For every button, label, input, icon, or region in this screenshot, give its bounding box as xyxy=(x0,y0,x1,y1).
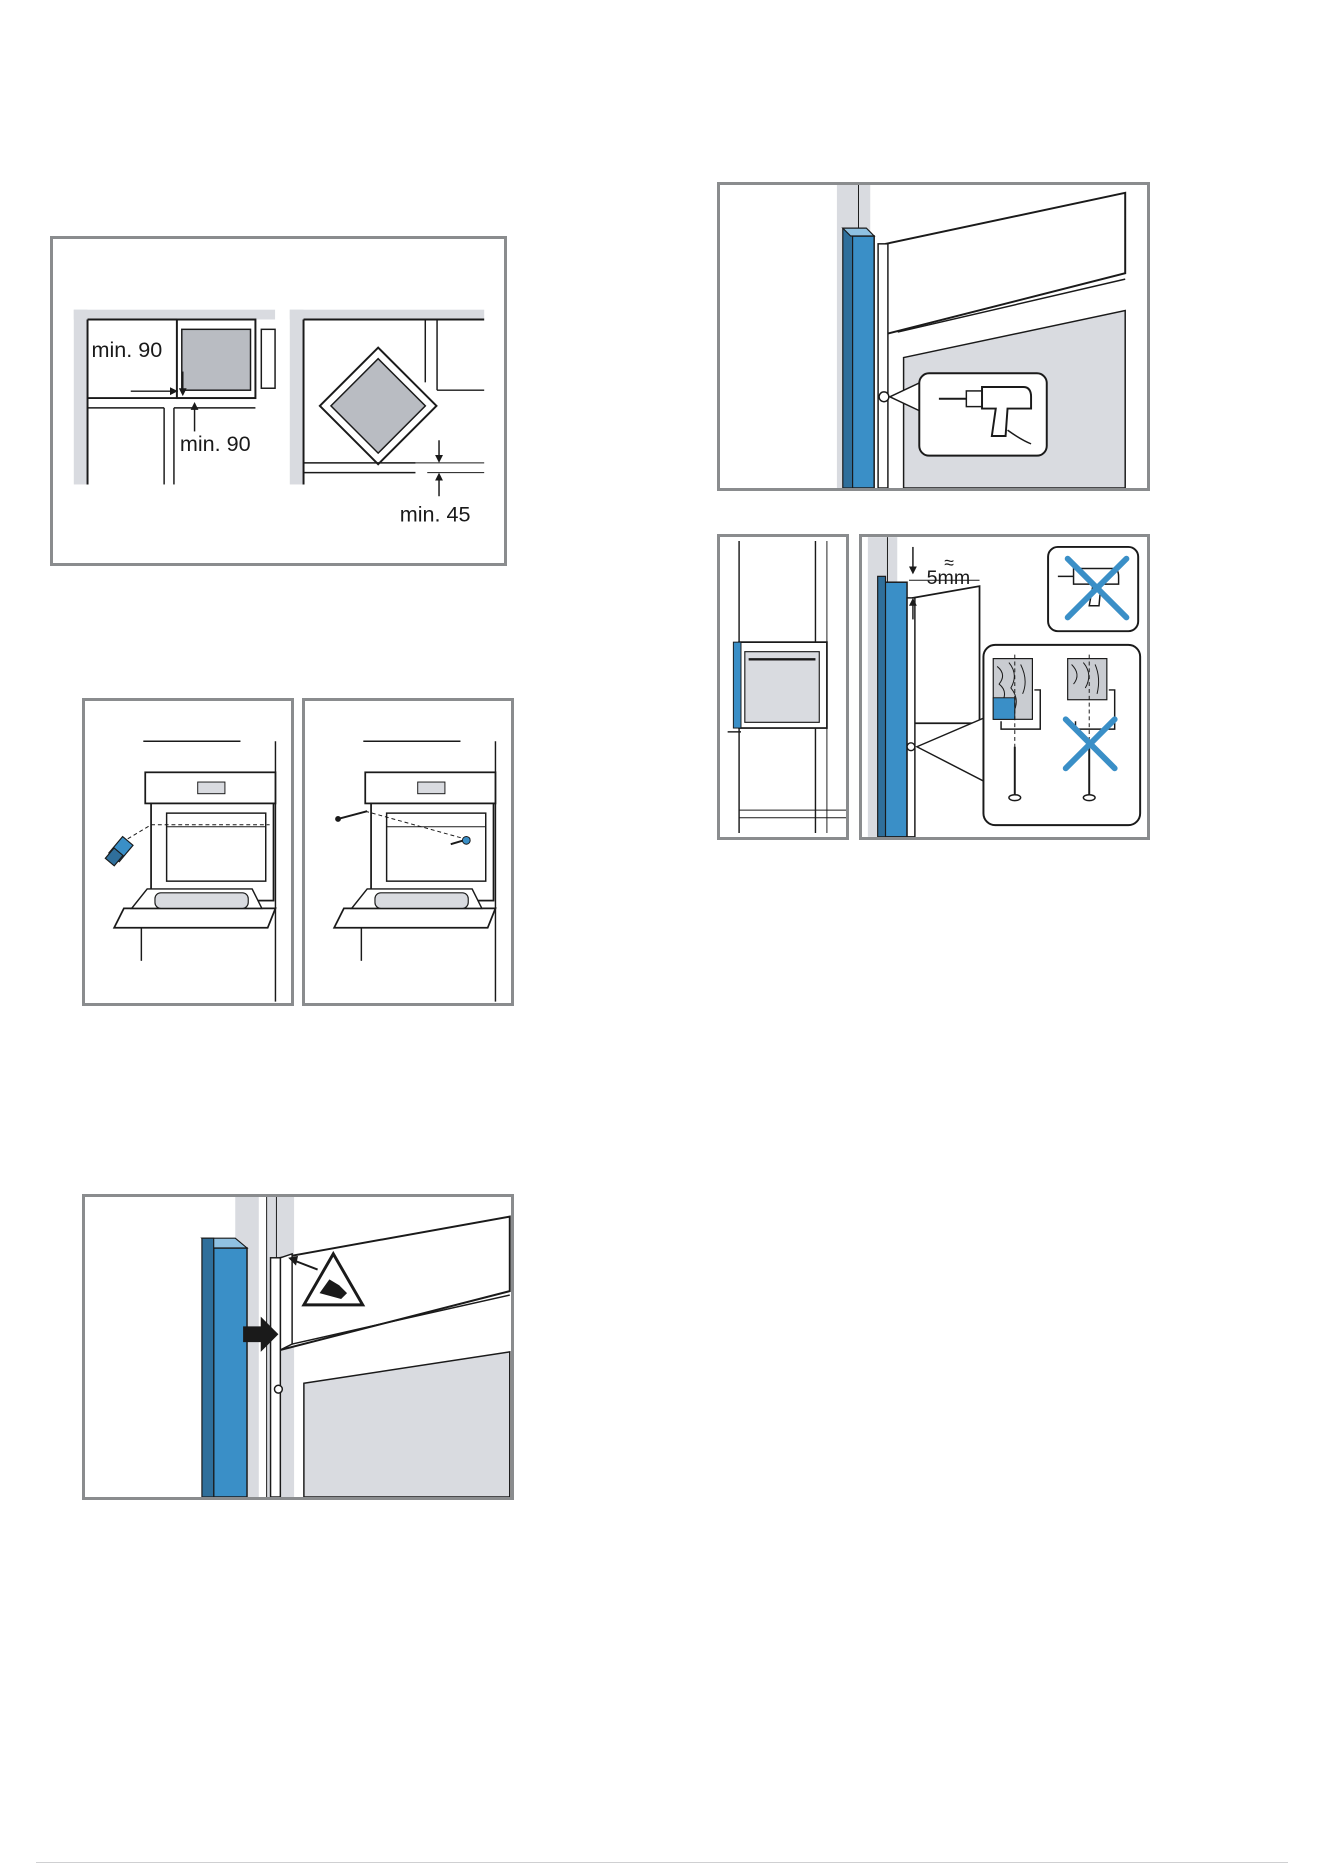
gap-label: 5mm xyxy=(927,567,971,589)
strip-gap-screws-drawing: ≈ 5mm xyxy=(862,537,1147,837)
corner-clearance-drawing: min. 90 min. 90 min. 45 xyxy=(53,239,504,563)
angled-corner-view xyxy=(290,310,484,497)
screw-detail-panel xyxy=(983,645,1140,825)
figure-drill-strip xyxy=(717,182,1150,491)
figure-cabinet-overview xyxy=(717,534,849,840)
trim-strip xyxy=(843,228,874,488)
figure-corner-clearance: min. 90 min. 90 min. 45 xyxy=(50,236,507,566)
figure-strip-gap-screws: ≈ 5mm xyxy=(859,534,1150,840)
oven-screw-insert-drawing xyxy=(305,701,511,1003)
trim-strip xyxy=(202,1238,247,1497)
figure-oven-screw-right xyxy=(302,698,514,1006)
cabinet-overview-drawing xyxy=(720,537,846,837)
page-footer-rule xyxy=(36,1862,1288,1863)
clearance-label-vertical: min. 90 xyxy=(180,431,251,456)
trim-strip xyxy=(878,576,907,837)
clearance-label-horizontal: min. 90 xyxy=(91,337,162,362)
clearance-label-angled: min. 45 xyxy=(400,502,471,527)
no-drill-panel xyxy=(1048,547,1138,631)
figure-oven-screw-left xyxy=(82,698,294,1006)
figure-fit-trim-strip xyxy=(82,1194,514,1500)
oven-screw-cover-drawing xyxy=(85,701,291,1003)
drill-strip-drawing xyxy=(720,185,1147,488)
trim-strip-drawing xyxy=(85,1197,511,1497)
